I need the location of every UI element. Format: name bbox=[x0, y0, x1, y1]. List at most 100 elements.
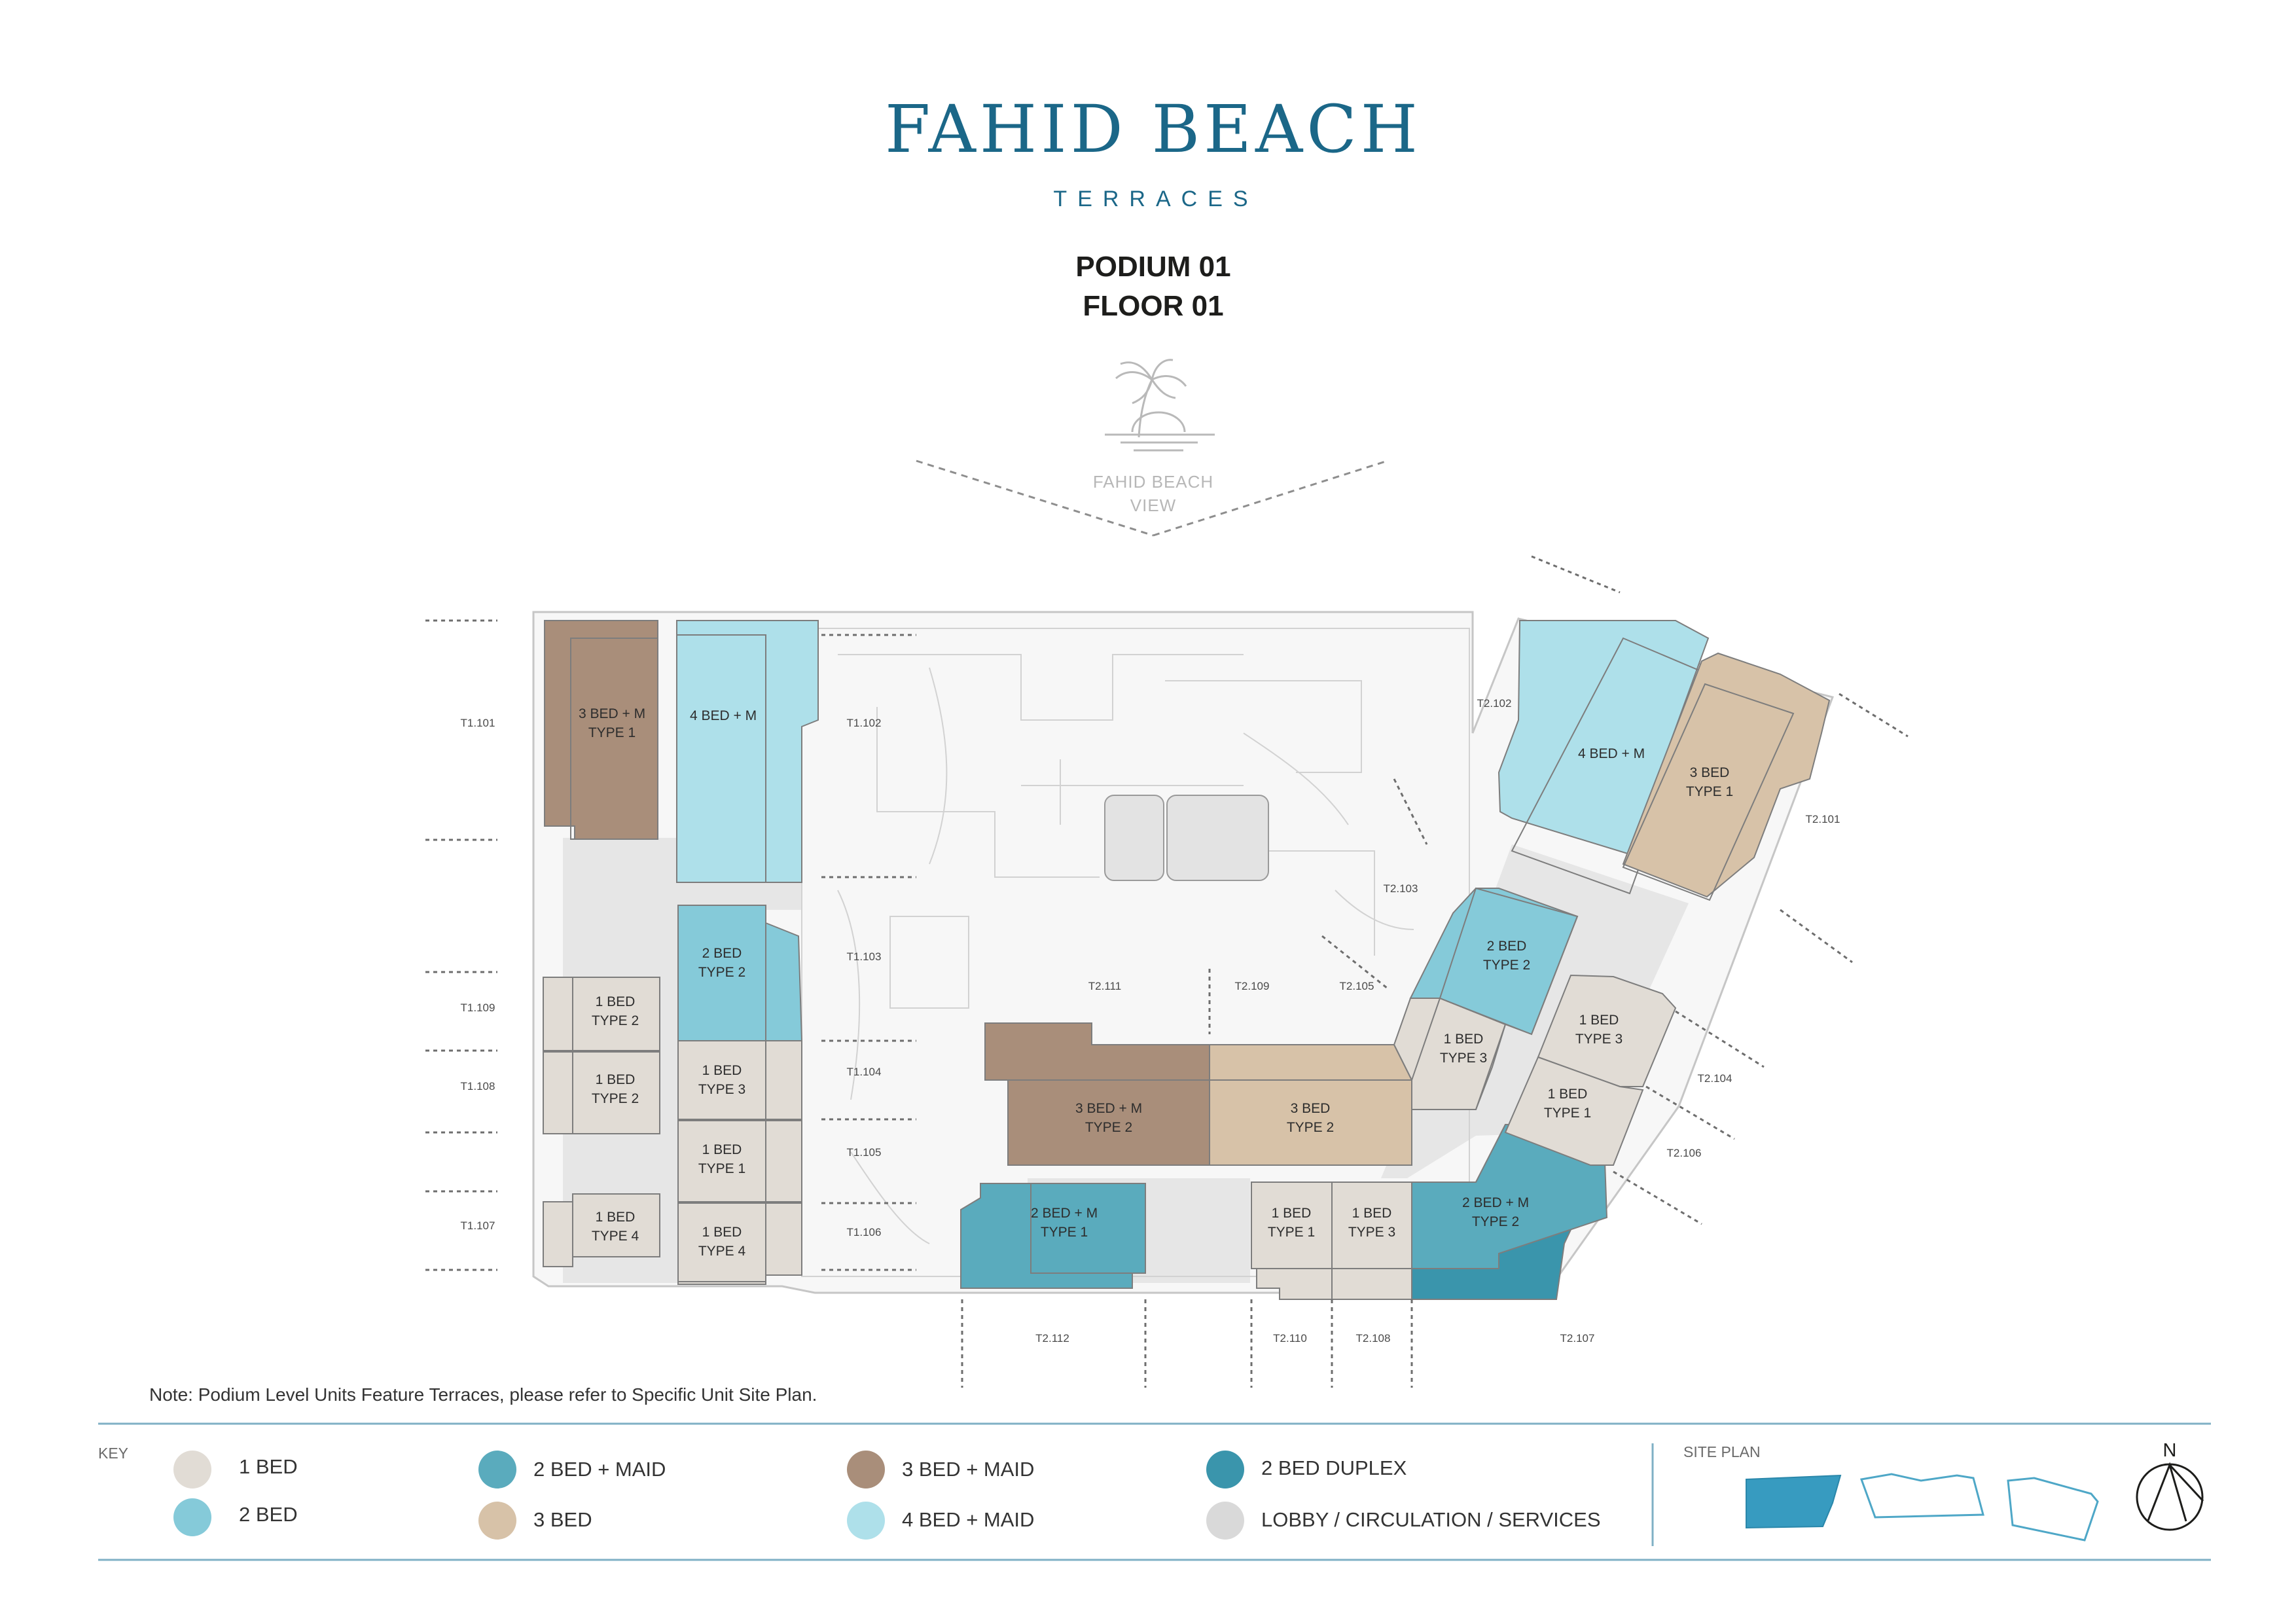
code-t1-103: T1.103 bbox=[847, 950, 882, 963]
legend-label-2-bed: 2 BED bbox=[239, 1503, 298, 1526]
unit-t2-111-label1: 3 BED + M bbox=[1075, 1101, 1142, 1116]
unit-t1-105-label2: TYPE 1 bbox=[698, 1161, 745, 1176]
unit-t2-105-label2: TYPE 3 bbox=[1440, 1051, 1487, 1066]
page-title-line1: PODIUM 01 bbox=[1075, 251, 1230, 283]
code-t1-104: T1.104 bbox=[847, 1066, 882, 1078]
code-t1-109: T1.109 bbox=[461, 1001, 495, 1014]
palm-tree-icon bbox=[1105, 359, 1215, 452]
code-t2-108: T2.108 bbox=[1356, 1332, 1391, 1344]
unit-t2-112-label2: TYPE 1 bbox=[1041, 1225, 1088, 1240]
building-plan: 3 BED + M TYPE 1 4 BED + M 2 BED TYPE 2 … bbox=[425, 555, 1909, 1388]
site-plan-title: SITE PLAN bbox=[1683, 1443, 1761, 1460]
unit-t2-108[interactable] bbox=[1331, 1182, 1412, 1300]
unit-t2-112-label1: 2 BED + M bbox=[1031, 1206, 1098, 1221]
legend-title: KEY bbox=[98, 1445, 128, 1462]
unit-t2-101[interactable] bbox=[1622, 652, 1831, 898]
unit-t2-108-label1: 1 BED bbox=[1352, 1206, 1392, 1221]
code-t2-110: T2.110 bbox=[1273, 1332, 1307, 1344]
legend-swatch-lobby bbox=[1206, 1502, 1244, 1540]
brand-subname: TERRACES bbox=[1053, 187, 1258, 211]
legend-label-4-bed-maid: 4 BED + MAID bbox=[902, 1508, 1034, 1531]
legend-label-lobby: LOBBY / CIRCULATION / SERVICES bbox=[1261, 1508, 1601, 1531]
code-t2-102: T2.102 bbox=[1477, 697, 1512, 710]
legend-swatch-4-bed-maid bbox=[847, 1502, 885, 1540]
unit-t1-108-label1: 1 BED bbox=[596, 1072, 636, 1087]
unit-t1-101-label1: 3 BED + M bbox=[579, 706, 645, 721]
code-t2-104: T2.104 bbox=[1698, 1072, 1732, 1085]
unit-t2-111[interactable] bbox=[984, 1022, 1210, 1166]
courtyard-linework bbox=[801, 628, 1470, 1277]
unit-t2-106-label2: TYPE 1 bbox=[1544, 1106, 1591, 1121]
plan-note: Note: Podium Level Units Feature Terrace… bbox=[149, 1384, 817, 1405]
legend-label-1-bed: 1 BED bbox=[239, 1455, 298, 1478]
code-t1-105: T1.105 bbox=[847, 1146, 882, 1159]
legend-label-3-bed: 3 BED bbox=[533, 1508, 592, 1531]
legend-label-2-bed-maid: 2 BED + MAID bbox=[533, 1458, 666, 1481]
unit-t1-104-label1: 1 BED bbox=[702, 1063, 742, 1078]
unit-t1-106-label1: 1 BED bbox=[702, 1225, 742, 1240]
unit-t2-109-label2: TYPE 2 bbox=[1287, 1120, 1334, 1135]
unit-t2-110-label2: TYPE 1 bbox=[1268, 1225, 1315, 1240]
code-t2-101: T2.101 bbox=[1806, 813, 1840, 825]
legend-swatch-3-bed bbox=[478, 1502, 516, 1540]
unit-t2-107-label2: TYPE 2 bbox=[1472, 1214, 1519, 1229]
north-arrow-icon bbox=[2136, 1462, 2204, 1531]
unit-t1-102-label: 4 BED + M bbox=[690, 708, 757, 723]
code-t2-109: T2.109 bbox=[1235, 980, 1270, 992]
unit-t1-101-label2: TYPE 1 bbox=[588, 725, 636, 740]
unit-t2-101-label1: 3 BED bbox=[1690, 765, 1730, 780]
unit-t1-109-label2: TYPE 2 bbox=[592, 1013, 639, 1028]
unit-t2-106-label1: 1 BED bbox=[1548, 1087, 1588, 1102]
code-t1-107: T1.107 bbox=[461, 1219, 495, 1232]
unit-t2-111-label2: TYPE 2 bbox=[1085, 1120, 1132, 1135]
code-t2-105: T2.105 bbox=[1340, 980, 1374, 992]
unit-t2-101-label2: TYPE 1 bbox=[1686, 784, 1733, 799]
unit-t2-107-label1: 2 BED + M bbox=[1462, 1195, 1529, 1210]
brand-name: FAHID BEACH bbox=[885, 91, 1422, 168]
unit-t1-104[interactable] bbox=[677, 1040, 802, 1120]
legend-swatch-1-bed bbox=[173, 1451, 211, 1489]
unit-t2-106[interactable] bbox=[1504, 1056, 1644, 1166]
north-label: N bbox=[2163, 1440, 2177, 1461]
unit-t1-109-label1: 1 BED bbox=[596, 994, 636, 1009]
view-label-line2: VIEW bbox=[1130, 496, 1176, 515]
unit-codes: T1.101 T1.102 T1.103 T1.104 T1.105 T1.10… bbox=[461, 697, 1840, 1344]
site-plan-tower2[interactable] bbox=[1859, 1473, 1984, 1519]
unit-t2-110[interactable] bbox=[1251, 1182, 1333, 1300]
planter-boxes bbox=[1104, 795, 1269, 881]
site-plan-tower3[interactable] bbox=[2007, 1477, 2099, 1542]
site-plan: SITE PLAN N bbox=[1683, 1440, 2204, 1542]
legend-swatch-2-bed-maid bbox=[478, 1451, 516, 1489]
unit-t2-104-label2: TYPE 3 bbox=[1575, 1032, 1623, 1047]
code-t1-108: T1.108 bbox=[461, 1080, 495, 1092]
legend-swatch-3-bed-maid bbox=[847, 1451, 885, 1489]
unit-t2-102[interactable] bbox=[1498, 620, 1710, 856]
code-t1-102: T1.102 bbox=[847, 717, 882, 729]
unit-t1-105-label1: 1 BED bbox=[702, 1142, 742, 1157]
code-t1-106: T1.106 bbox=[847, 1226, 882, 1238]
unit-t1-103-label2: TYPE 2 bbox=[698, 965, 745, 980]
code-t1-101: T1.101 bbox=[461, 717, 495, 729]
unit-t1-108-label2: TYPE 2 bbox=[592, 1091, 639, 1106]
legend-swatch-2-bed bbox=[173, 1498, 211, 1536]
legend-swatch-2-bed-duplex bbox=[1206, 1451, 1244, 1489]
unit-t2-104-label1: 1 BED bbox=[1579, 1013, 1619, 1028]
view-arrow bbox=[916, 460, 1388, 537]
legend: KEY 1 BED 2 BED 2 BED + MAID 3 BED 3 BED… bbox=[98, 1422, 2211, 1561]
legend-label-2-bed-duplex: 2 BED DUPLEX bbox=[1261, 1456, 1407, 1479]
unit-t2-105-label1: 1 BED bbox=[1444, 1032, 1484, 1047]
unit-t2-109-label1: 3 BED bbox=[1291, 1101, 1331, 1116]
unit-t2-110-label1: 1 BED bbox=[1272, 1206, 1312, 1221]
view-label-line1: FAHID BEACH bbox=[1093, 472, 1213, 492]
unit-t2-108-label2: TYPE 3 bbox=[1348, 1225, 1395, 1240]
unit-t1-102[interactable] bbox=[676, 620, 819, 883]
unit-t2-102-label: 4 BED + M bbox=[1578, 746, 1645, 761]
page-title-line2: FLOOR 01 bbox=[1083, 290, 1223, 322]
code-t2-112: T2.112 bbox=[1035, 1332, 1069, 1344]
code-t2-111: T2.111 bbox=[1088, 980, 1121, 992]
unit-t1-108[interactable] bbox=[543, 1051, 660, 1134]
site-plan-tower1-active[interactable] bbox=[1746, 1474, 1842, 1529]
code-t2-103: T2.103 bbox=[1384, 882, 1418, 895]
unit-t1-107-label1: 1 BED bbox=[596, 1210, 636, 1225]
unit-t1-104-label2: TYPE 3 bbox=[698, 1082, 745, 1097]
